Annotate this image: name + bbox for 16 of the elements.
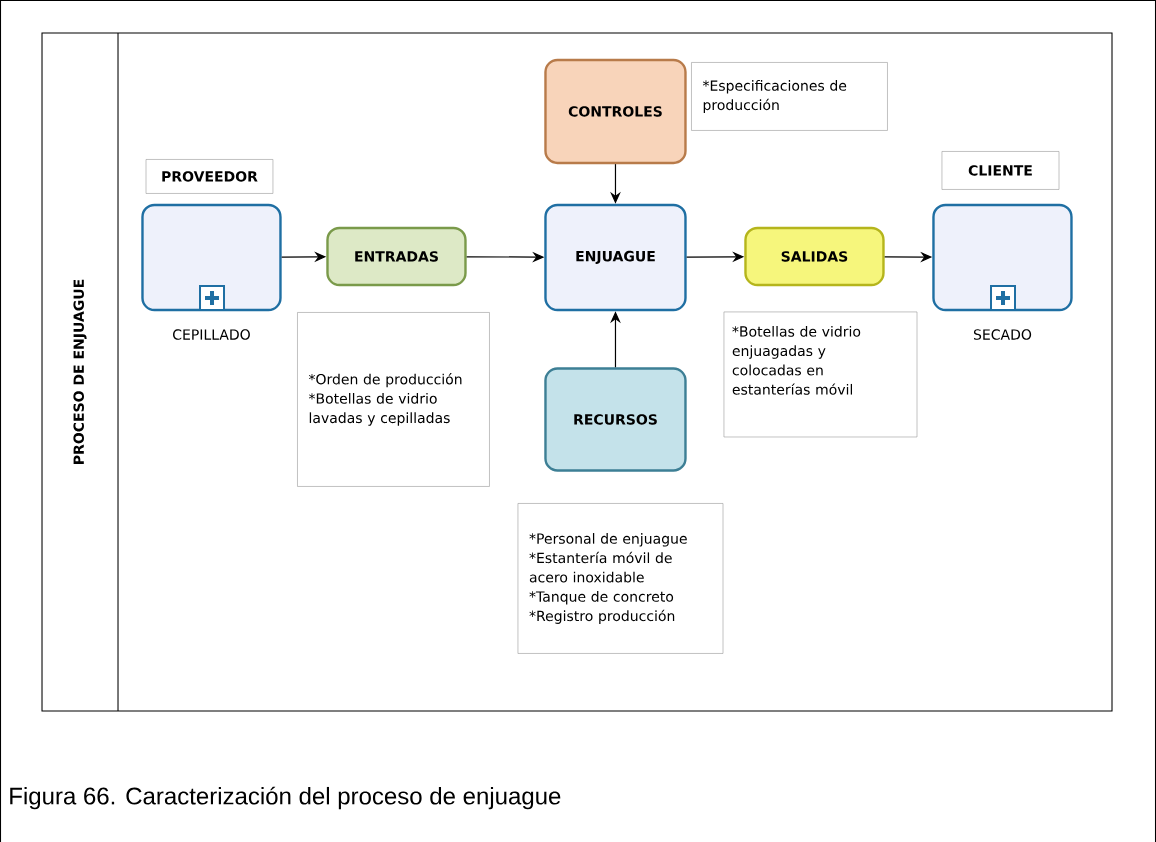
input-box: ENTRADAS (326, 226, 467, 287)
output-box: SALIDAS (744, 226, 885, 287)
subprocess-box: SECADO (932, 203, 1073, 340)
annotation-box: *Orden de producción *Botellas de vidrio lavadas y cepilladas (297, 312, 490, 487)
annotation-box: *Personal de enjuague *Estantería móvil de acero inoxidable *Tanque de concreto *Registro producción (517, 503, 724, 654)
annotation-box: *Especificaciones de producción (691, 62, 888, 131)
task-box: ENJUAGUE (544, 203, 687, 312)
subprocess-box: CEPILLADO (141, 203, 282, 340)
node-label: SECADO (973, 329, 1032, 340)
resources-box: RECURSOS (544, 367, 687, 472)
node-label: CEPILLADO (173, 329, 250, 340)
figure-caption: Figura 66. Caracterización del proceso de enjuague (10, 786, 561, 810)
annotation-box: *Botellas de vidrio enjuagadas y colocadas en estanterías móvil (723, 311, 918, 438)
role-label: CLIENTE (941, 151, 1060, 190)
controls-box: CONTROLES (544, 58, 687, 165)
role-label: PROVEEDOR (145, 159, 274, 194)
